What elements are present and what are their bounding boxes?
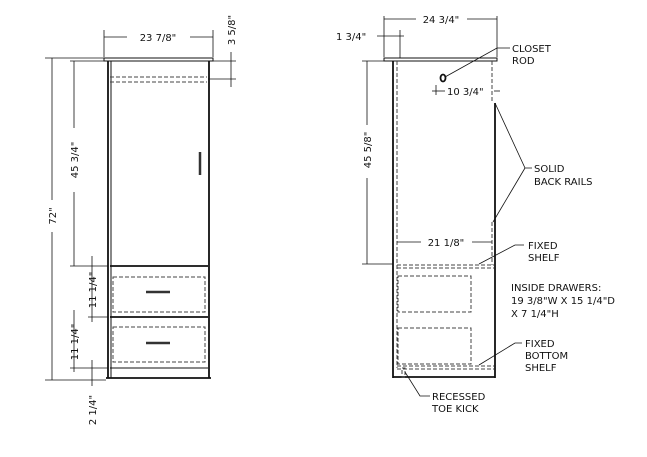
- side-drawer-top: [397, 275, 472, 313]
- label-fixed-shelf: FIXED: [528, 241, 558, 252]
- closet-rod: [439, 73, 447, 83]
- label-inside-drawers-3: X 7 1/4"H: [511, 309, 559, 320]
- dim-rod-offset: 10 3/4": [447, 87, 484, 98]
- label-closet-rod: CLOSET: [512, 44, 552, 55]
- dim-inner-depth: 21 1/8": [428, 238, 465, 249]
- label-back-rails: SOLID: [534, 164, 565, 175]
- label-toe-kick: RECESSED: [432, 392, 486, 403]
- dim-overhang: 1 3/4": [336, 32, 366, 43]
- label-inside-drawers-2: 19 3/8"W X 15 1/4"D: [511, 296, 615, 307]
- label-fixed-bottom-shelf-2: BOTTOM: [525, 351, 568, 362]
- dim-base: 2 1/4": [88, 395, 99, 425]
- dim-side-upper-height: 45 5/8": [363, 132, 374, 169]
- label-closet-rod-2: ROD: [512, 56, 535, 67]
- dim-upper-height: 45 3/4": [70, 142, 81, 179]
- label-fixed-bottom-shelf-3: SHELF: [525, 363, 557, 374]
- front-top-cap: [103, 57, 214, 62]
- label-toe-kick-2: TOE KICK: [431, 404, 479, 415]
- dim-top-rail: 3 5/8": [227, 15, 238, 45]
- dim-height-total: 72": [48, 207, 59, 224]
- side-view: 24 3/4" 1 3/4" 10 3/4" 45 5/8" 21 1/8" C…: [336, 15, 615, 415]
- label-back-rails-2: BACK RAILS: [534, 177, 593, 188]
- label-fixed-shelf-2: SHELF: [528, 253, 560, 264]
- dim-depth: 24 3/4": [423, 15, 460, 26]
- front-view: 23 7/8" 3 5/8" 72" 45 3/4" 11 1/4" 11 1/…: [45, 15, 238, 425]
- drawer-top: [112, 276, 206, 313]
- dim-drawer-top: 11 1/4": [88, 272, 99, 309]
- drawer-bottom: [112, 326, 206, 363]
- side-top-cap: [383, 57, 498, 62]
- dim-drawer-bottom: 11 1/4": [70, 324, 81, 361]
- side-drawer-bottom: [397, 327, 472, 365]
- dim-width: 23 7/8": [140, 33, 177, 44]
- label-inside-drawers: INSIDE DRAWERS:: [511, 283, 601, 294]
- label-fixed-bottom-shelf: FIXED: [525, 339, 555, 350]
